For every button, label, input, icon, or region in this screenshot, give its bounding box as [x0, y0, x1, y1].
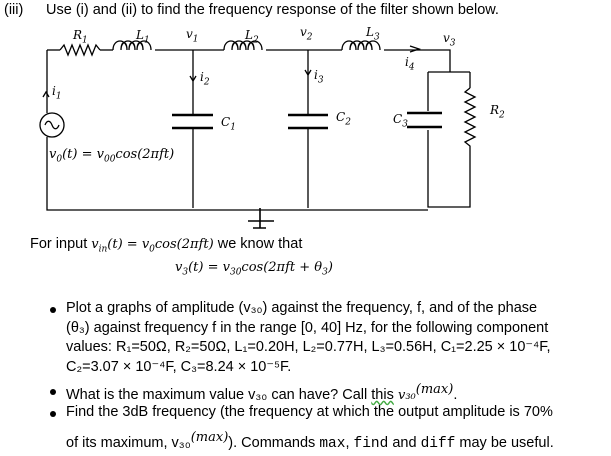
inductor-l1 [112, 40, 152, 51]
bullet-3-line-1: Find the 3dB frequency (the frequency at… [66, 404, 553, 420]
label-r1: R1 [73, 28, 88, 46]
inductor-l3 [341, 40, 381, 51]
label-i3: i3 [314, 68, 324, 86]
label-c1: C1 [221, 115, 236, 133]
bullet-icon [50, 389, 56, 395]
intro-line-2: v3(t) = v30cos(2πft + θ3) [175, 260, 333, 278]
label-v3: v3 [443, 31, 456, 49]
capacitor-c1 [172, 113, 213, 130]
bullet-1-line-4: C₂=3.07 × 10⁻⁴F, C₃=8.24 × 10⁻⁵F. [66, 359, 292, 375]
question-number: (iii) [4, 2, 24, 18]
label-c3: C3 [393, 112, 408, 130]
bullet-1-line-3: values: R₁=50Ω, R₂=50Ω, L₁=0.20H, L₂=0.7… [66, 339, 551, 355]
i3-arrow [304, 69, 312, 77]
intro-line-1: For input vin(t) = v0cos(2πft) we know t… [30, 236, 303, 255]
inductor-l2 [223, 40, 263, 51]
bullet-3-line-2: of its maximum, v₃₀(max)). Commands max,… [66, 430, 554, 452]
label-l3: L3 [366, 25, 380, 43]
wire-left [46, 50, 428, 211]
bullet-1-line-1: Plot a graphs of amplitude (v₃₀) against… [66, 300, 538, 316]
label-c2: C2 [336, 110, 351, 128]
capacitor-c2 [288, 113, 328, 130]
bullet-1-line-2: (θ₃) against frequency f in the range [0… [66, 320, 549, 336]
resistor-r2 [463, 87, 477, 150]
label-i1: i1 [52, 84, 62, 102]
bullet-2: What is the maximum value v₃₀ can have? … [66, 382, 458, 403]
capacitor-c3 [407, 111, 442, 129]
wire [384, 49, 471, 208]
question-title: Use (i) and (ii) to find the frequency r… [46, 2, 499, 18]
label-v2: v2 [300, 25, 313, 43]
bullet-icon [50, 411, 56, 417]
label-i2: i2 [200, 70, 210, 88]
label-v1: v1 [186, 27, 199, 45]
i1-arrow [42, 90, 50, 98]
label-l2: L2 [245, 28, 259, 46]
i2-arrow [189, 75, 197, 83]
resistor-r1 [59, 43, 101, 57]
label-l1: L1 [136, 28, 150, 46]
ac-source-icon [39, 112, 65, 138]
ground-icon [248, 208, 274, 229]
label-r2: R2 [490, 103, 505, 121]
i4-arrow [409, 45, 422, 53]
circuit-diagram [39, 40, 477, 229]
label-i4: i4 [405, 55, 415, 73]
source-equation: v0(t) = v00cos(2πft) [49, 147, 175, 165]
bullet-icon [50, 307, 56, 313]
